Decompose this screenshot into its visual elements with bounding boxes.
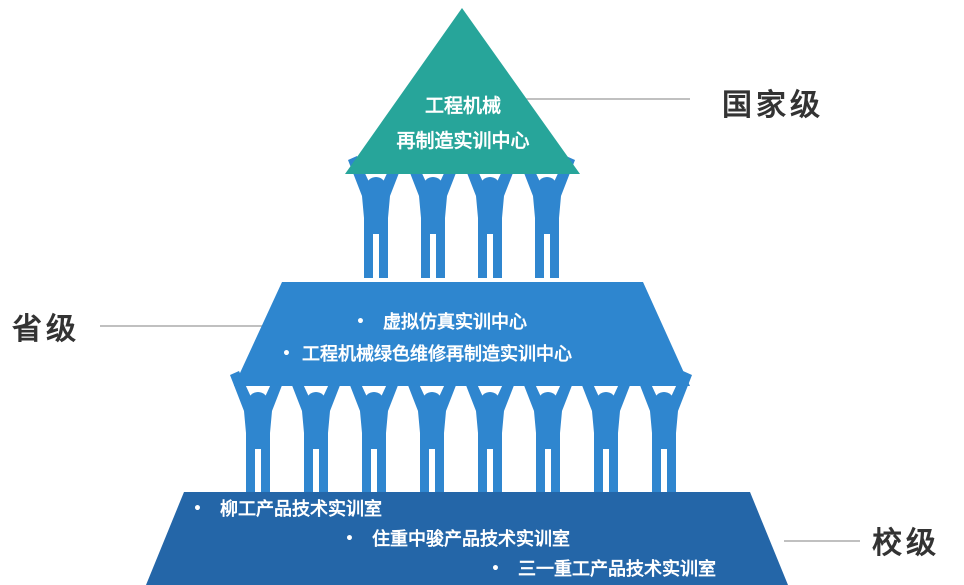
person-icon bbox=[230, 371, 286, 493]
provincial-item-1: 虚拟仿真实训中心 bbox=[383, 311, 527, 333]
national-level-label: 国家级 bbox=[722, 88, 824, 123]
provincial-item-2: 工程机械绿色维修再制造实训中心 bbox=[302, 343, 572, 365]
school-item-3: 三一重工产品技术实训室 bbox=[518, 558, 716, 580]
person-icon bbox=[346, 371, 402, 493]
provincial-bullet-1: • bbox=[356, 314, 365, 330]
person-icon bbox=[520, 371, 576, 493]
person-icon bbox=[404, 371, 460, 493]
school-tier bbox=[146, 492, 788, 585]
provincial-level-label: 省级 bbox=[12, 312, 80, 347]
school-level-label: 校级 bbox=[872, 526, 940, 561]
school-item-1: 柳工产品技术实训室 bbox=[220, 498, 382, 520]
person-icon bbox=[462, 371, 518, 493]
school-bullet-3: • bbox=[491, 561, 500, 577]
person-icon bbox=[462, 156, 518, 278]
person-icon bbox=[578, 371, 634, 493]
person-icon bbox=[288, 371, 344, 493]
school-bullet-2: • bbox=[345, 531, 354, 547]
person-icon bbox=[519, 156, 575, 278]
provincial-tier bbox=[234, 282, 690, 386]
national-tier bbox=[345, 8, 580, 174]
provincial-bullet-2: • bbox=[282, 346, 291, 362]
person-icon bbox=[636, 371, 692, 493]
national-line-2: 再制造实训中心 bbox=[396, 129, 529, 152]
person-icon bbox=[348, 156, 404, 278]
national-line-1: 工程机械 bbox=[425, 94, 501, 117]
lower-people-row bbox=[230, 371, 692, 493]
school-bullet-1: • bbox=[193, 501, 202, 517]
school-item-2: 住重中骏产品技术实训室 bbox=[372, 528, 570, 550]
person-icon bbox=[405, 156, 461, 278]
upper-people-row bbox=[348, 156, 575, 278]
